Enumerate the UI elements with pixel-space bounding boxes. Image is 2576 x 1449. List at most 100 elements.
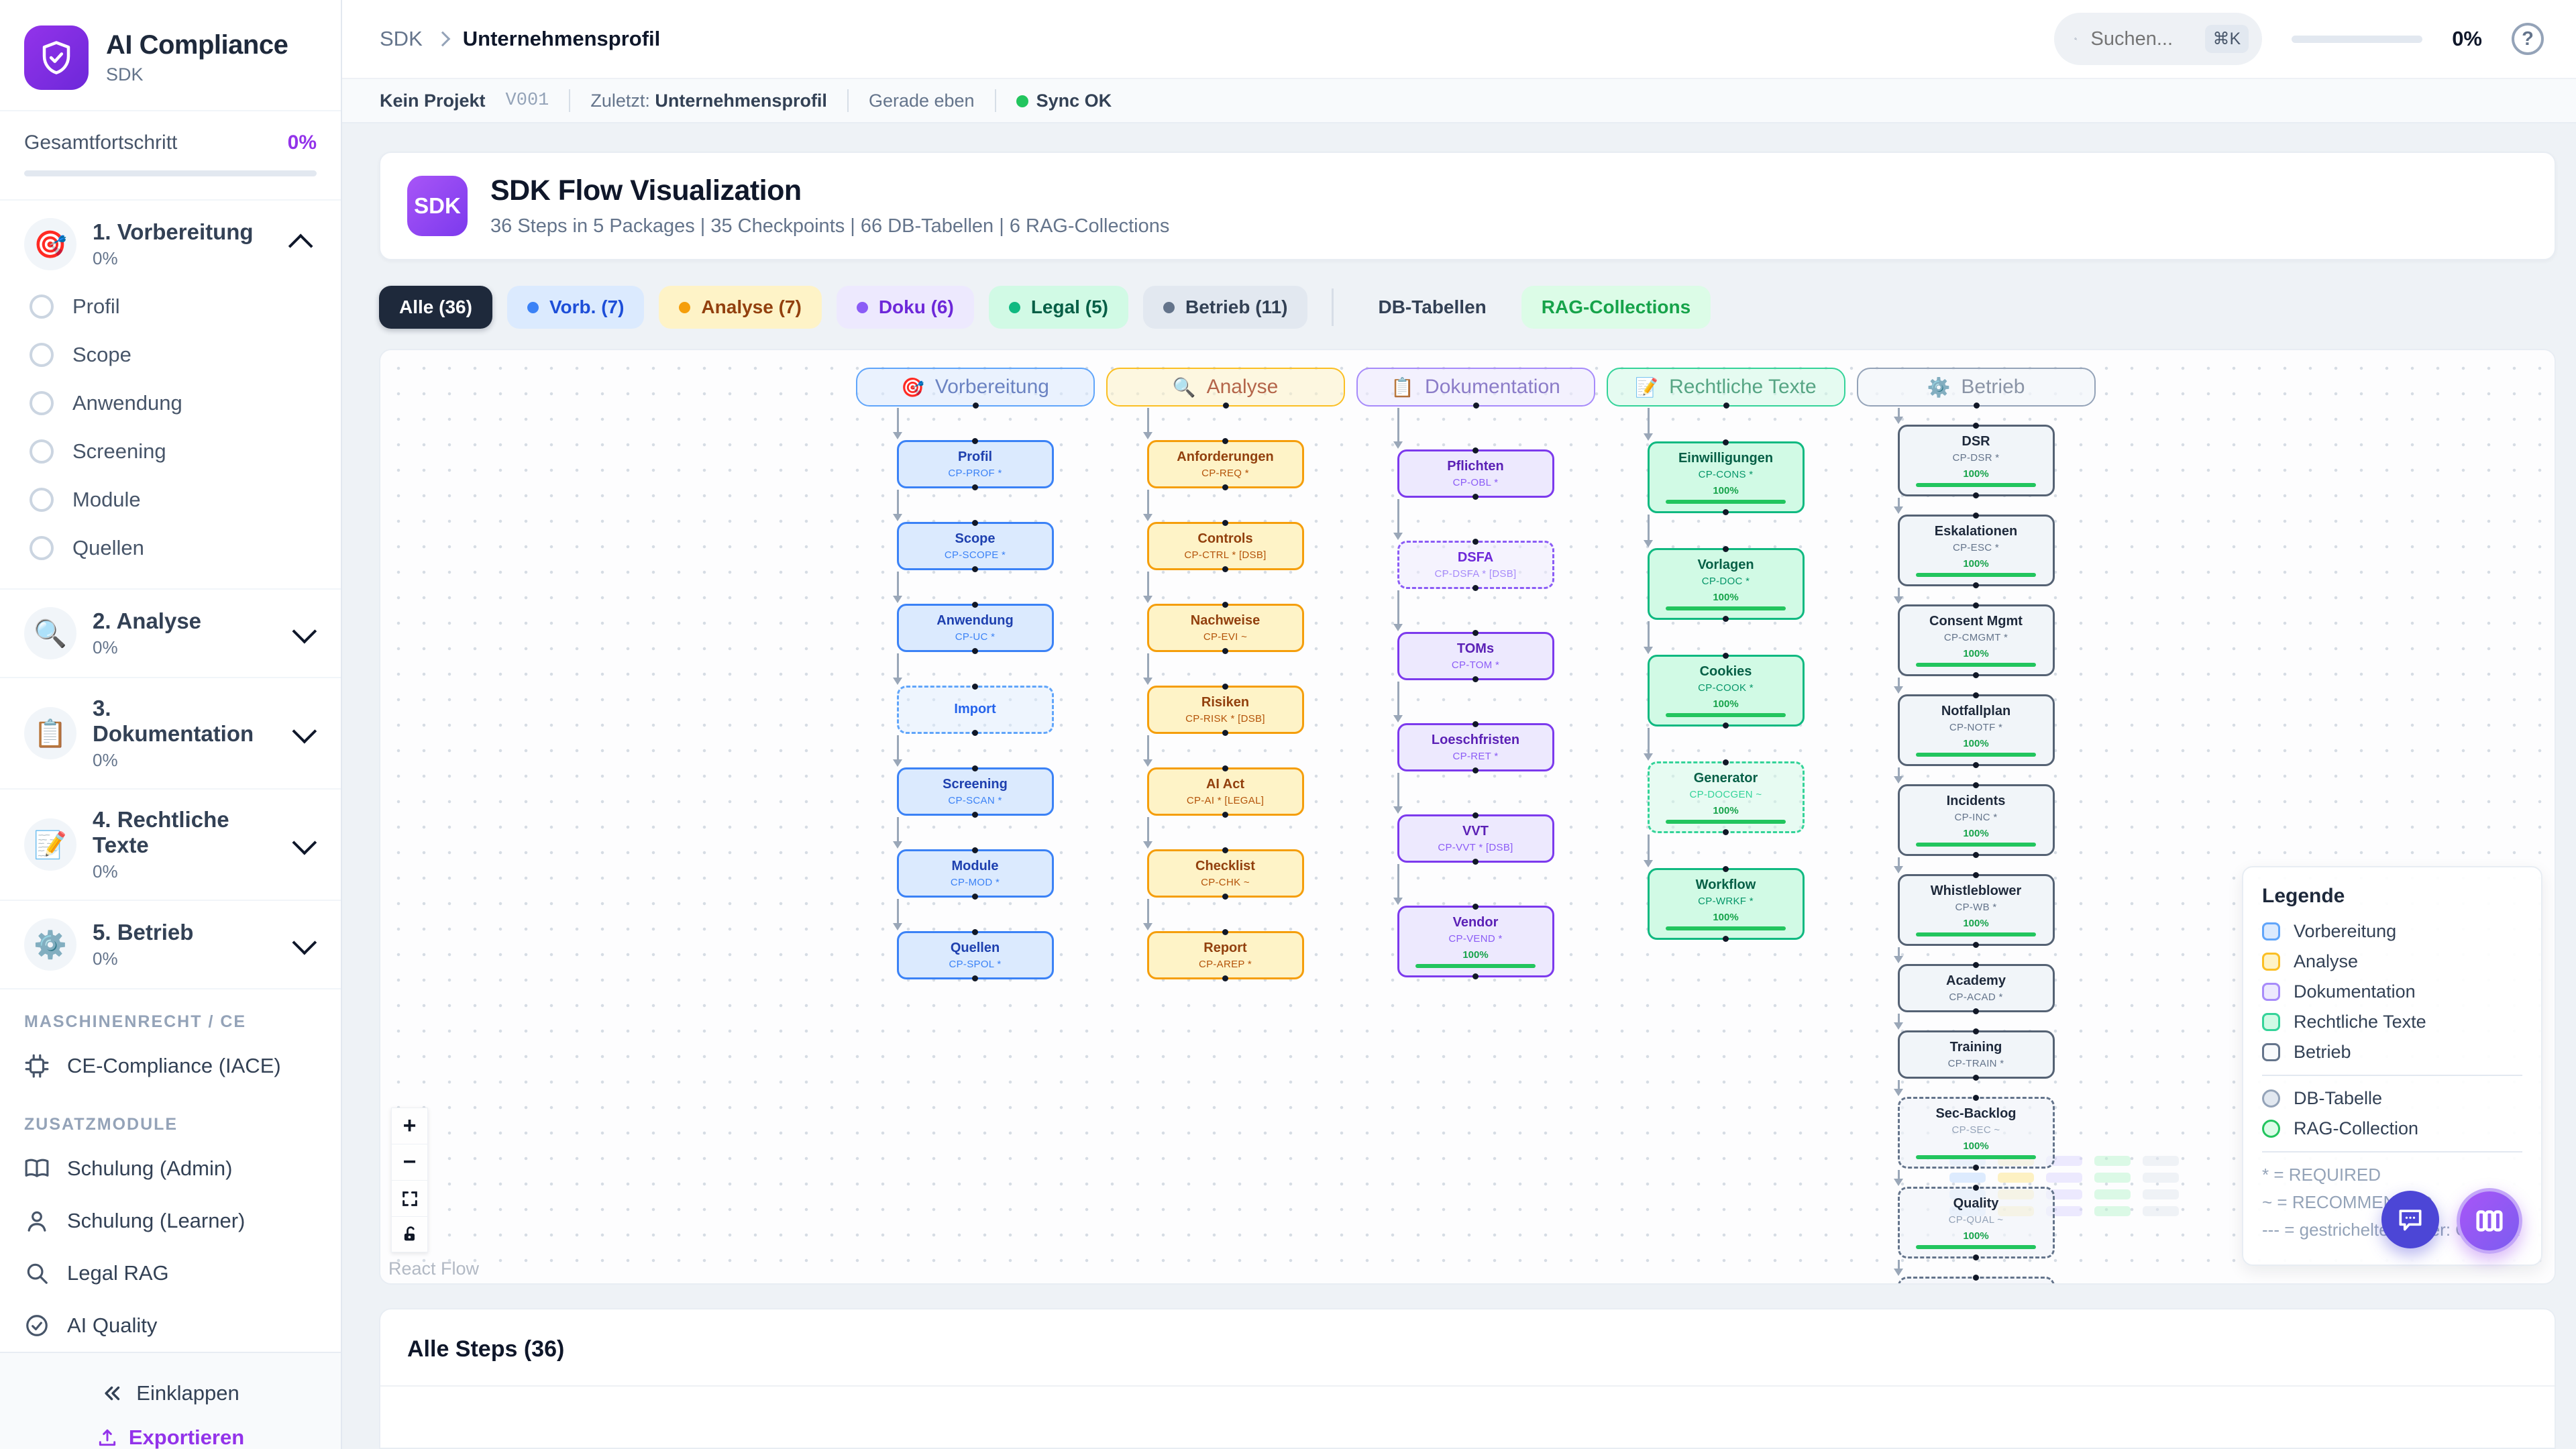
flow-node[interactable]: TOMs CP-TOM * <box>1397 630 1554 682</box>
sidebar-item-ce-compliance[interactable]: CE-Compliance (IACE) <box>0 1040 341 1092</box>
flow-node[interactable]: Notfallplan CP-NOTF * 100% <box>1897 692 2055 768</box>
phase-row[interactable]: 🎯 1. Vorbereitung 0% <box>0 207 341 281</box>
breadcrumb-sdk[interactable]: SDK <box>380 27 423 50</box>
flow-edge <box>1643 833 1653 868</box>
flow-node[interactable]: Loeschfristen CP-RET * <box>1397 721 1554 773</box>
flow-node[interactable]: Einwilligungen CP-CONS * 100% <box>1647 439 1805 515</box>
phase-row[interactable]: 🔍 2. Analyse 0% <box>0 596 341 670</box>
kanban-fab-button[interactable] <box>2457 1188 2522 1254</box>
flow-node[interactable]: Checklist CP-CHK ~ <box>1146 847 1304 900</box>
flow-node[interactable]: Quality CP-QUAL ~ 100% <box>1897 1185 2055 1260</box>
sidebar-addon-item[interactable]: Legal RAG <box>0 1247 341 1299</box>
filter-chip[interactable]: Analyse (7) <box>659 286 822 329</box>
node-title: Anforderungen <box>1177 449 1274 464</box>
node-title: Quellen <box>950 941 1000 955</box>
node-progress: 100% <box>1907 1140 2046 1159</box>
zoom-in-button[interactable]: + <box>391 1108 428 1144</box>
flow-node[interactable]: VVT CP-VVT * [DSB] <box>1397 812 1554 865</box>
sidebar-step-item[interactable]: Module <box>0 476 341 524</box>
sidebar-addon-item[interactable]: Schulung (Admin) <box>0 1142 341 1195</box>
section-machine-label: MASCHINENRECHT / CE <box>24 1012 247 1031</box>
node-code: CP-CHK ~ <box>1201 877 1250 888</box>
group-title: Analyse <box>1206 376 1279 398</box>
flow-node[interactable]: Anforderungen CP-REQ * <box>1146 438 1304 490</box>
flow-group-header[interactable]: 📋 Dokumentation <box>1356 368 1595 409</box>
flow-node[interactable]: Vendor CP-VEND * 100% <box>1397 904 1554 979</box>
sidebar-addon-item[interactable]: AI Quality <box>0 1299 341 1352</box>
fit-view-button[interactable] <box>391 1180 428 1216</box>
flow-node[interactable]: Eskalationen CP-ESC * 100% <box>1897 513 2055 588</box>
filter-chip[interactable]: Vorb. (7) <box>506 286 645 329</box>
flow-node[interactable]: Whistleblower CP-WB * 100% <box>1897 872 2055 948</box>
flow-node[interactable]: Screening CP-SCAN * <box>896 765 1054 818</box>
flow-node[interactable]: Pflichten CP-OBL * <box>1397 447 1554 500</box>
arrowhead-icon <box>1142 841 1152 849</box>
flow-edge <box>1893 407 1903 425</box>
node-title: Einwilligungen <box>1678 451 1774 466</box>
legend-swatch <box>2262 983 2280 1001</box>
flow-group-header[interactable]: 🎯 Vorbereitung <box>855 368 1095 409</box>
filter-chip[interactable]: Alle (36) <box>379 286 492 329</box>
flow-node[interactable]: Workflow CP-WRKF * 100% <box>1647 866 1805 942</box>
flow-node[interactable]: Anwendung CP-UC * <box>896 602 1054 654</box>
sidebar-step-item[interactable]: Anwendung <box>0 379 341 427</box>
flow-node[interactable]: Nachweise CP-EVI ~ <box>1146 602 1304 654</box>
node-progress: 100% <box>1656 805 1796 824</box>
node-code: CP-SCOPE * <box>944 549 1006 561</box>
flow-group-header[interactable]: 🔍 Analyse <box>1106 368 1345 409</box>
flow-group-header[interactable]: 📝 Rechtliche Texte <box>1606 368 1845 409</box>
export-button[interactable]: Exportieren <box>0 1415 341 1449</box>
search-input[interactable] <box>2090 28 2192 50</box>
sidebar-step-item[interactable]: Quellen <box>0 524 341 572</box>
flow-node[interactable]: Sec-Backlog CP-SEC ~ 100% <box>1897 1095 2055 1171</box>
flow-node[interactable]: Academy CP-ACAD * <box>1897 962 2055 1014</box>
flow-edge <box>1893 496 1903 515</box>
search-input-wrap[interactable]: ⌘K <box>2054 13 2263 65</box>
flow-canvas[interactable]: 🎯 Vorbereitung Profil CP-PROF * <box>379 349 2556 1285</box>
help-button[interactable]: ? <box>2512 23 2544 55</box>
sidebar-addon-item[interactable]: Schulung (Learner) <box>0 1195 341 1247</box>
flow-node[interactable]: Quellen CP-SPOL * <box>896 929 1054 981</box>
flow-node[interactable]: DSR CP-DSR * 100% <box>1897 423 2055 498</box>
flow-node[interactable]: Import <box>896 684 1054 736</box>
filter-chip[interactable]: DB-Tabellen <box>1358 286 1507 329</box>
sidebar-step-item[interactable]: Screening <box>0 427 341 476</box>
flow-node[interactable]: Scope CP-SCOPE * <box>896 520 1054 572</box>
lock-button[interactable] <box>391 1216 428 1252</box>
flow-node[interactable]: Consent Mgmt CP-CMGMT * 100% <box>1897 602 2055 678</box>
flow-node[interactable]: Report CP-AREP * <box>1146 929 1304 981</box>
filter-chip[interactable]: Legal (5) <box>988 286 1128 329</box>
page-title: SDK Flow Visualization <box>490 174 802 207</box>
filter-chip[interactable]: Betrieb (11) <box>1142 286 1308 329</box>
flow-node[interactable]: AI Act CP-AI * [LEGAL] <box>1146 765 1304 818</box>
flow-node[interactable]: Vorlagen CP-DOC * 100% <box>1647 546 1805 622</box>
sidebar-step-item[interactable]: Profil <box>0 282 341 331</box>
flow-group-header[interactable]: ⚙️ Betrieb <box>1856 368 2096 409</box>
flow-node[interactable]: Profil CP-PROF * <box>896 438 1054 490</box>
shield-check-logo-icon <box>24 25 89 90</box>
flow-node[interactable]: Incidents CP-INC * 100% <box>1897 782 2055 858</box>
flow-node[interactable]: Risiken CP-RISK * [DSB] <box>1146 684 1304 736</box>
flow-node[interactable]: DSFA CP-DSFA * [DSB] <box>1397 539 1554 591</box>
chat-fab-button[interactable] <box>2381 1191 2439 1248</box>
phase-row[interactable]: 📋 3. Dokumentation 0% <box>0 685 341 782</box>
phase-row[interactable]: 📝 4. Rechtliche Texte 0% <box>0 796 341 893</box>
phase-icon: ⚙️ <box>24 918 76 971</box>
zoom-out-button[interactable]: − <box>391 1144 428 1180</box>
flow-node[interactable]: Controls CP-CTRL * [DSB] <box>1146 520 1304 572</box>
phase-label: 1. Vorbereitung <box>93 219 254 244</box>
phase-row[interactable]: ⚙️ 5. Betrieb 0% <box>0 908 341 981</box>
chip-dot-icon <box>1008 301 1020 313</box>
node-code: CP-WRKF * <box>1698 896 1754 907</box>
node-title: Report <box>1203 941 1247 955</box>
node-title: Scope <box>955 531 996 546</box>
flow-node[interactable]: Cookies CP-COOK * 100% <box>1647 653 1805 729</box>
flow-node[interactable]: Module CP-MOD * <box>896 847 1054 900</box>
filter-chip[interactable]: RAG-Collections <box>1521 286 1711 329</box>
sidebar-step-item[interactable]: Scope <box>0 331 341 379</box>
flow-node[interactable]: Training CP-TRAIN * <box>1897 1028 2055 1081</box>
flow-node[interactable]: Generator CP-DOCGEN ~ 100% <box>1647 759 1805 835</box>
filter-chip[interactable]: Doku (6) <box>836 286 974 329</box>
flow-node[interactable]: ISMS CP-ISMS ~ [DSB] 100% <box>1897 1275 2055 1283</box>
collapse-sidebar-button[interactable]: Einklappen <box>0 1372 341 1415</box>
